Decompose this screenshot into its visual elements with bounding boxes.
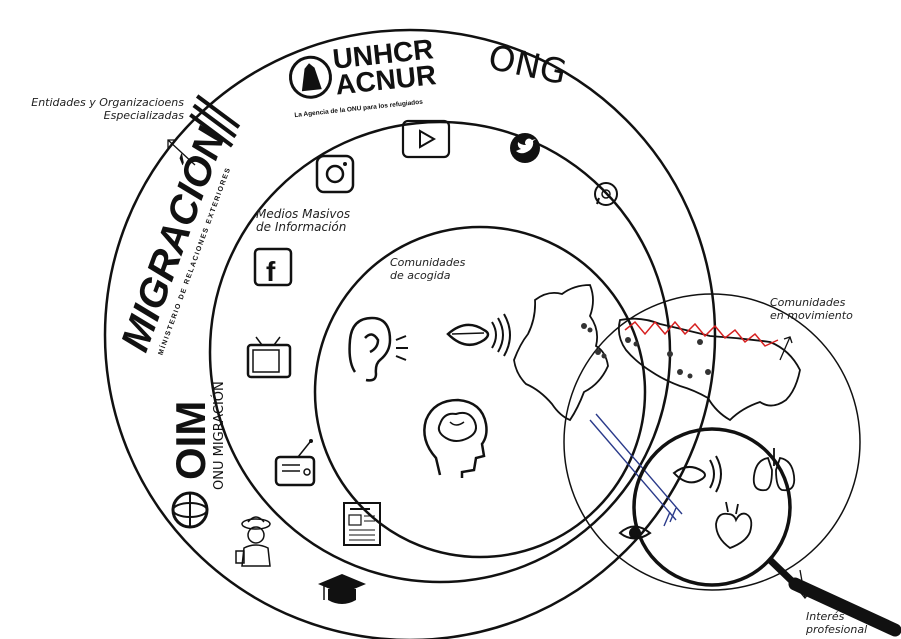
- radio-icon: [276, 439, 314, 485]
- brain-head-icon: [424, 400, 486, 478]
- svg-text:f: f: [266, 256, 276, 287]
- explorer-person-icon: [236, 517, 270, 566]
- heart-icon: [716, 502, 751, 548]
- mouth-icon: [448, 314, 510, 356]
- tv-icon: [248, 337, 290, 377]
- oim-title: OIM: [167, 401, 214, 480]
- twitter-icon: [510, 133, 540, 163]
- ong-logo: ONG: [485, 38, 570, 93]
- unhcr-emblem-icon: [289, 55, 333, 99]
- youtube-icon: [403, 121, 449, 157]
- oim-logo: OIM ONU MIGRACIÓN: [167, 381, 227, 527]
- newspaper-icon: [344, 503, 380, 545]
- inner-circle: [315, 227, 645, 557]
- unhcr-subtitle: La Agencia de la ONU para los refugiados: [294, 99, 423, 119]
- label-entities: Entidades y Organizacioens Especializada…: [14, 96, 184, 122]
- graduation-cap-icon: [318, 574, 366, 604]
- label-professional-interest: Interés profesional: [806, 610, 867, 636]
- ear-icon: [350, 318, 408, 380]
- oim-globe-icon: [173, 493, 207, 527]
- label-moving-communities: Comunidades en movimiento: [770, 296, 853, 322]
- label-media: Medios Masivos de Información: [256, 208, 350, 234]
- label-host-communities: Comunidades de acogida: [390, 256, 465, 282]
- instagram-icon: [317, 156, 353, 192]
- facebook-icon: f: [255, 249, 291, 287]
- oim-subtitle: ONU MIGRACIÓN: [211, 381, 227, 490]
